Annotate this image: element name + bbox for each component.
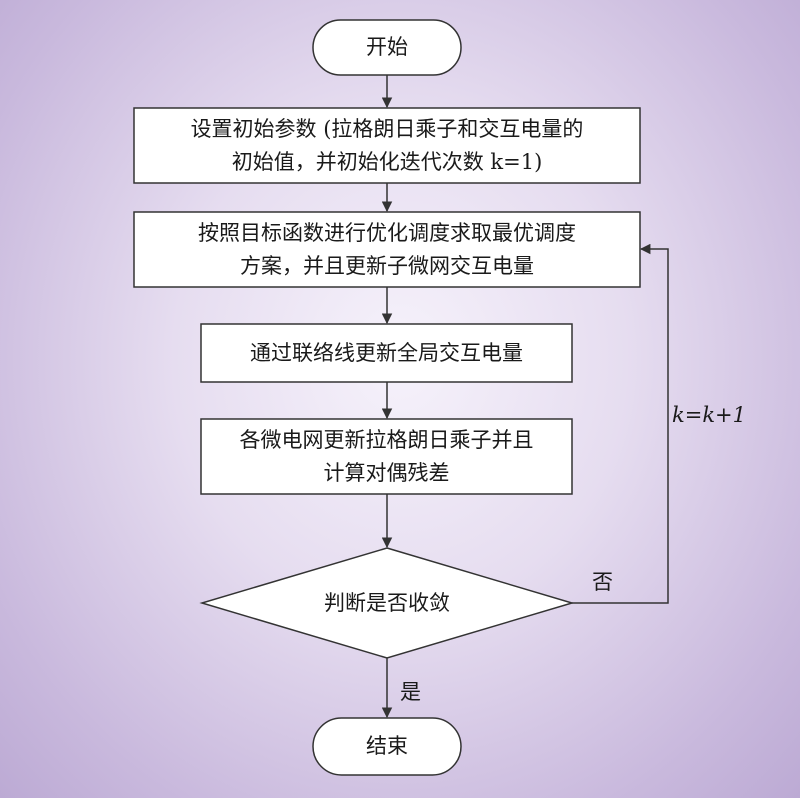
init-process-box: [133, 107, 641, 184]
optimize-label: 按照目标函数进行优化调度求取最优调度 方案，并且更新子微网交互电量: [198, 220, 576, 278]
init-label: 设置初始参数 (拉格朗日乘子和交互电量的 初始值，并初始化迭代次数 k=1): [190, 116, 584, 174]
decision-label: 判断是否收敛: [324, 590, 450, 615]
iteration-update-label: k=k+1: [672, 403, 747, 427]
update-process-box: [200, 323, 573, 383]
no-branch-label: 否: [592, 570, 613, 594]
multiplier-label: 各微电网更新拉格朗日乘子并且 计算对偶残差: [239, 427, 534, 485]
arrow-loop-back: [572, 243, 669, 604]
start-label: 开始: [366, 35, 408, 59]
yes-branch-label: 是: [400, 680, 421, 704]
update-label: 通过联络线更新全局交互电量: [250, 340, 523, 365]
end-label: 结束: [366, 734, 408, 758]
